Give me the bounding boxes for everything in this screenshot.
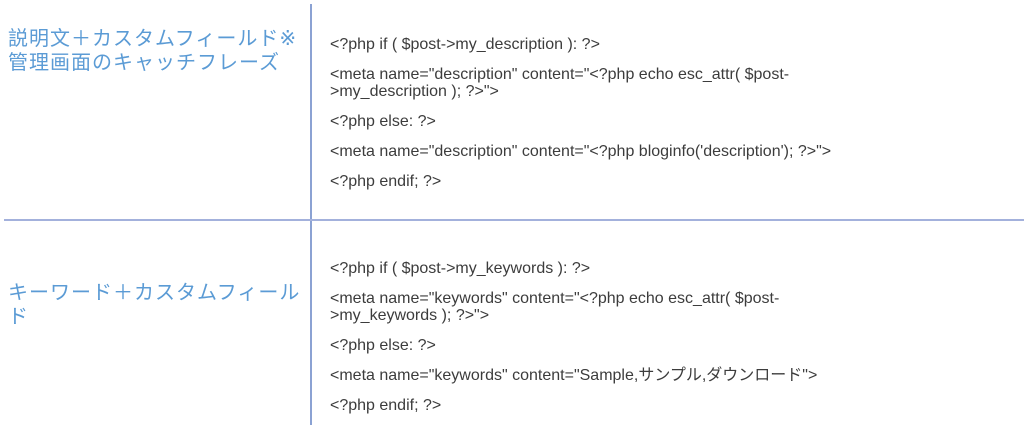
code-paragraph: <?php endif; ?> bbox=[330, 173, 442, 190]
description-row-label: 説明文＋カスタムフィールド※管理画面のキャッチフレーズ bbox=[8, 28, 298, 74]
code-paragraph: <meta name="keywords" content="Sample,サン… bbox=[330, 367, 818, 384]
code-paragraph: <?php if ( $post->my_keywords ): ?> bbox=[330, 260, 591, 277]
table-row-description: 説明文＋カスタムフィールド※管理画面のキャッチフレーズ <?php if ( $… bbox=[8, 0, 1024, 220]
description-code-cell: <?php if ( $post->my_description ): ?> <m… bbox=[312, 0, 1024, 220]
keywords-row-label: キーワード＋カスタムフィールド bbox=[8, 282, 301, 328]
table-row-keywords: キーワード＋カスタムフィールド <?php if ( $post->my_key… bbox=[0, 220, 1024, 432]
code-paragraph: <meta name="description" content="<?php … bbox=[330, 66, 790, 100]
keywords-code-cell: <?php if ( $post->my_keywords ): ?> <meta… bbox=[312, 220, 1024, 432]
code-paragraph: <meta name="description" content="<?php … bbox=[330, 143, 832, 160]
code-paragraph: <?php else: ?> bbox=[330, 113, 436, 130]
code-paragraph: <meta name="keywords" content="<?php ech… bbox=[330, 290, 780, 324]
code-paragraph: <?php endif; ?> bbox=[330, 397, 442, 414]
row-divider-line bbox=[4, 219, 1024, 221]
code-paragraph: <?php if ( $post->my_description ): ?> bbox=[330, 36, 600, 53]
code-paragraph: <?php else: ?> bbox=[330, 337, 436, 354]
column-divider-line bbox=[310, 4, 312, 425]
